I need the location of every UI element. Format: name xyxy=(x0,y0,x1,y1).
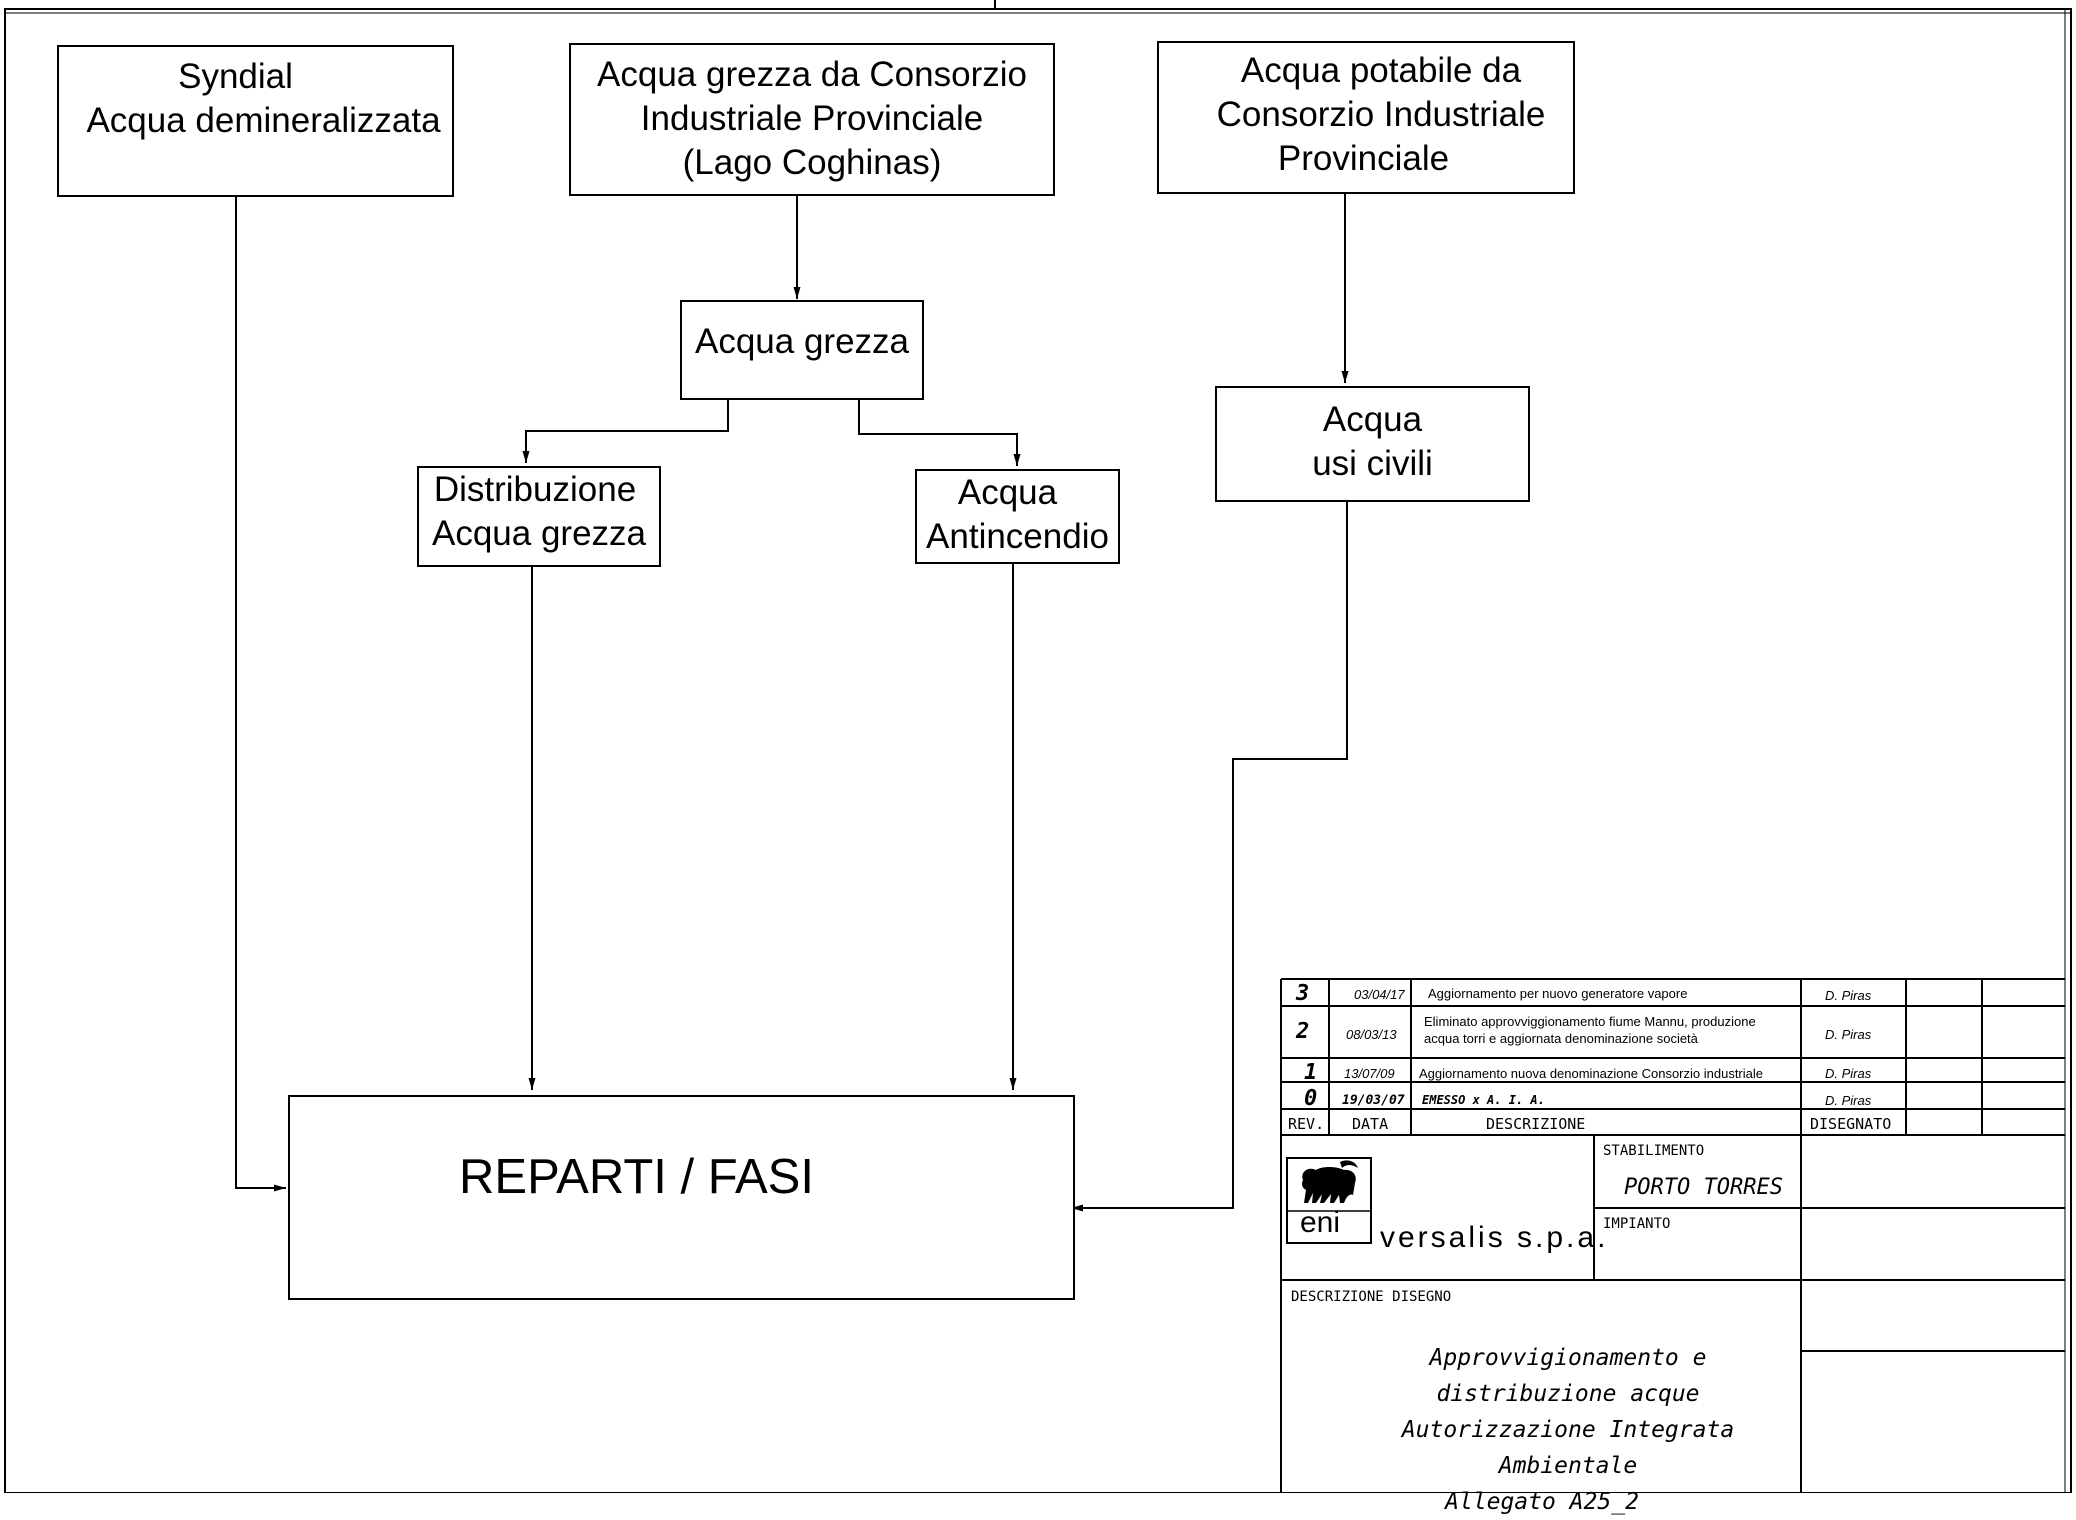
node-syndial-line-1: Syndial xyxy=(178,57,293,96)
node-usi-civili: Acqua usi civili xyxy=(1215,386,1530,502)
node-usi-civili-line-1: Acqua xyxy=(1322,400,1423,439)
node-distribuzione: Distribuzione Acqua grezza xyxy=(417,466,661,567)
rev-3-date: 03/04/17 xyxy=(1354,987,1405,1002)
node-consorzio-potabile: Acqua potabile da Consorzio Industriale … xyxy=(1157,41,1575,194)
rev-1-description: Aggiornamento nuova denominazione Consor… xyxy=(1419,1066,1763,1081)
rev-0-date: 19/03/07 xyxy=(1342,1093,1405,1108)
drawing-description-line-2: Autorizzazione Integrata Ambientale xyxy=(1401,1417,1735,1479)
node-distribuzione-line-1: Distribuzione xyxy=(433,470,637,509)
connector-usi-civili-to-reparti xyxy=(1071,498,1348,1212)
node-consorzio-grezza: Acqua grezza da Consorzio Industriale Pr… xyxy=(569,43,1055,196)
rev-3-drawn-by: D. Piras xyxy=(1825,988,1872,1003)
node-antincendio: Acqua Antincendio xyxy=(915,469,1120,564)
node-consorzio-potabile-line-2: Consorzio Industriale xyxy=(1216,95,1546,134)
eni-logo-text: eni xyxy=(1300,1206,1341,1239)
connectors xyxy=(235,193,1349,1212)
node-acqua-grezza: Acqua grezza xyxy=(680,300,924,400)
header-drawn-by: DISEGNATO xyxy=(1810,1115,1892,1133)
rev-0-description: EMESSO x A. I. A. xyxy=(1422,1093,1545,1107)
rev-2-drawn-by: D. Piras xyxy=(1825,1027,1872,1042)
rev-0-drawn-by: D. Piras xyxy=(1825,1093,1872,1108)
eni-dog-logo xyxy=(1302,1160,1358,1203)
rev-0-number: 0 xyxy=(1304,1086,1318,1111)
rev-3-description: Aggiornamento per nuovo generatore vapor… xyxy=(1428,986,1688,1001)
node-syndial: Syndial Acqua demineralizzata xyxy=(57,45,454,197)
stabilimento-value: PORTO TORRES xyxy=(1624,1175,1783,1200)
drawing-border xyxy=(4,8,2072,1493)
header-rev: REV. xyxy=(1288,1115,1325,1133)
header-date: DATA xyxy=(1352,1115,1389,1133)
connector-acqua-grezza-to-distribuzione xyxy=(522,398,729,463)
node-reparti: REPARTI / FASI xyxy=(288,1095,1075,1300)
rev-1-date: 13/07/09 xyxy=(1344,1066,1395,1081)
node-consorzio-grezza-line-3: (Lago Coghinas) xyxy=(682,143,942,182)
node-antincendio-line-1: Acqua xyxy=(957,473,1058,512)
connector-acqua-grezza-to-antincendio xyxy=(858,398,1021,466)
company-name: versalis s.p.a. xyxy=(1380,1221,1609,1254)
rev-1-number: 1 xyxy=(1304,1060,1318,1085)
node-reparti-line-1: REPARTI / FASI xyxy=(459,1150,814,1204)
impianto-label: IMPIANTO xyxy=(1603,1216,1671,1232)
node-consorzio-grezza-line-2: Industriale Provinciale xyxy=(640,99,984,138)
descrizione-disegno-label: DESCRIZIONE DISEGNO xyxy=(1291,1289,1452,1305)
rev-3-number: 3 xyxy=(1296,981,1310,1006)
node-antincendio-line-2: Antincendio xyxy=(926,517,1109,556)
drawing-description: Approvvigionamento e distribuzione acque… xyxy=(1283,1340,1801,1520)
stabilimento-label: STABILIMENTO xyxy=(1603,1143,1705,1159)
node-consorzio-potabile-line-3: Provinciale xyxy=(1277,139,1450,178)
node-distribuzione-line-2: Acqua grezza xyxy=(431,514,647,553)
drawing-description-line-3: Allegato A25_2 xyxy=(1445,1489,1639,1515)
node-syndial-line-2: Acqua demineralizzata xyxy=(86,101,441,140)
node-consorzio-grezza-line-1: Acqua grezza da Consorzio xyxy=(597,55,1027,94)
node-usi-civili-line-2: usi civili xyxy=(1312,444,1433,483)
rev-2-number: 2 xyxy=(1296,1019,1310,1044)
drawing-description-line-1: Approvvigionamento e distribuzione acque xyxy=(1429,1345,1707,1407)
node-consorzio-potabile-line-1: Acqua potabile da xyxy=(1240,51,1522,90)
rev-1-drawn-by: D. Piras xyxy=(1825,1066,1872,1081)
rev-2-description-line-2: acqua torri e aggiornata denominazione s… xyxy=(1424,1031,1698,1046)
header-description: DESCRIZIONE xyxy=(1486,1115,1586,1133)
connector-syndial-to-reparti xyxy=(235,196,286,1192)
title-block-grid xyxy=(1280,978,2065,1493)
rev-2-description-line-1: Eliminato approvviggionamento fiume Mann… xyxy=(1424,1014,1756,1029)
node-acqua-grezza-line-1: Acqua grezza xyxy=(694,322,910,361)
eni-logo-frame xyxy=(1286,1157,1372,1244)
rev-2-date: 08/03/13 xyxy=(1346,1027,1397,1042)
